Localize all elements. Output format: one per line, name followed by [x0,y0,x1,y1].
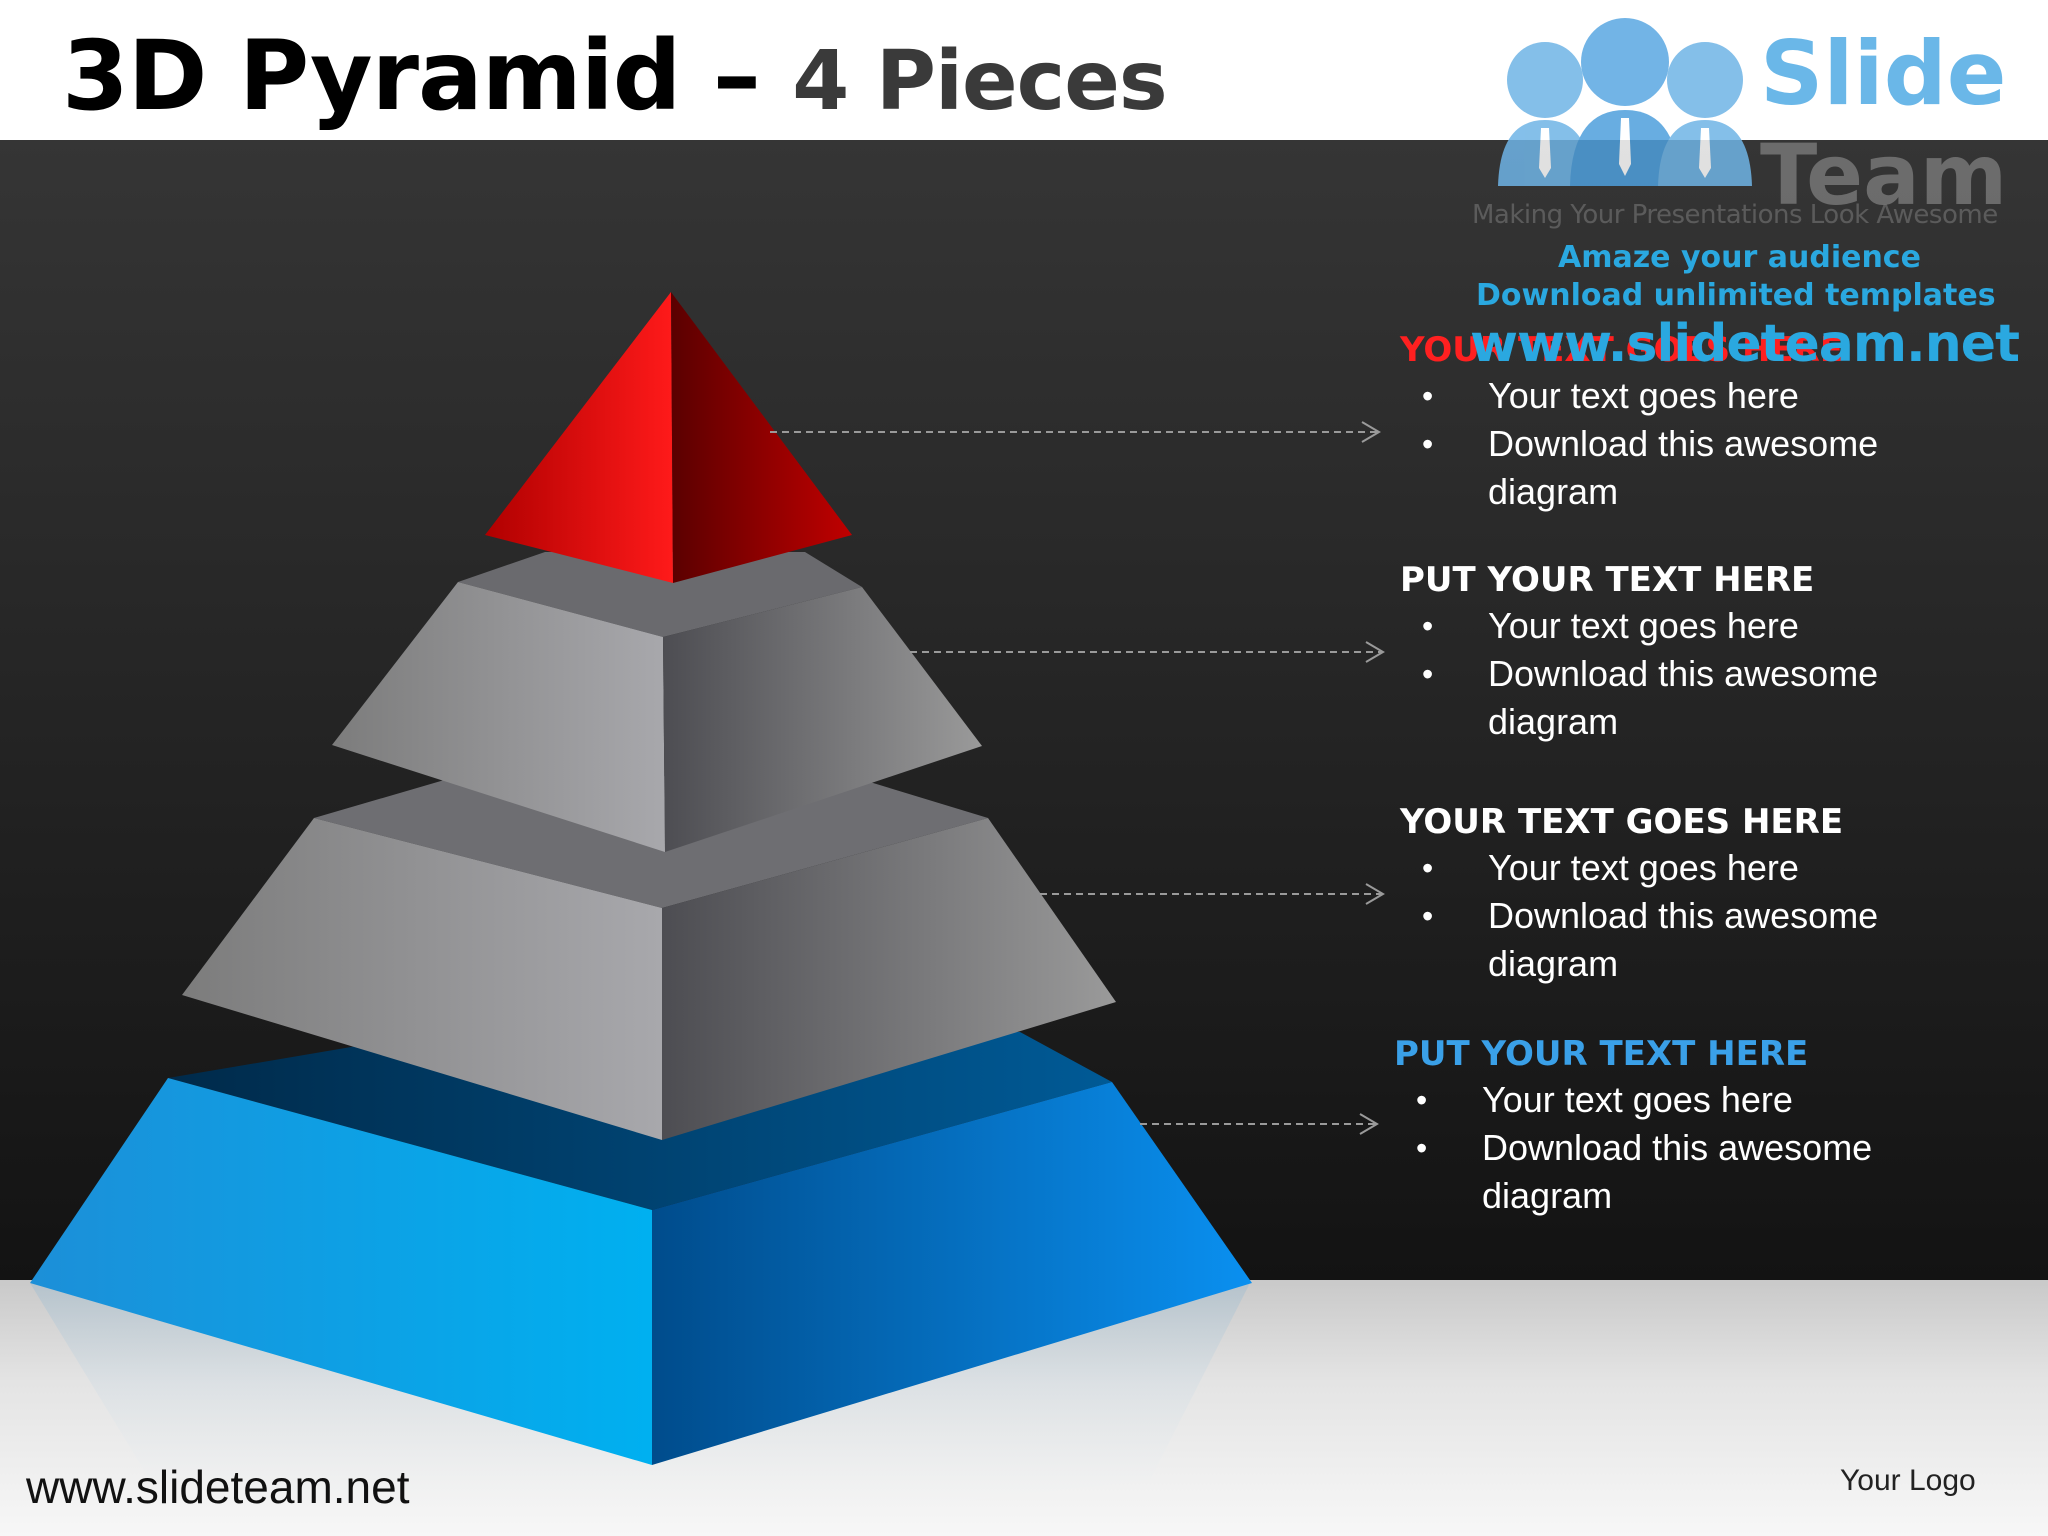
bullet-list-upper-middle: Your text goes here Download this awesom… [1400,602,2020,746]
brand-url-watermark[interactable]: www.slideteam.net [1470,314,2020,374]
brand-name-slide: Slide [1760,22,2007,125]
bullet-list-base: Your text goes here Download this awesom… [1394,1076,2014,1220]
pyramid-tier-top [485,292,852,583]
pyramid-reflection [30,1283,1250,1536]
bullet-item: Your text goes here [1394,1076,2002,1124]
text-block-base: PUT YOUR TEXT HERE Your text goes here D… [1394,1032,2014,1220]
bullet-item: Your text goes here [1400,372,2008,420]
bullet-item: Your text goes here [1400,602,2008,650]
title-separator: – [680,20,793,132]
pyramid-tier-upper-middle [332,552,982,852]
bullet-item: Download this awesome diagram [1394,1124,2002,1220]
bullet-item: Your text goes here [1400,844,2008,892]
bullet-item: Download this awesome diagram [1400,650,2008,746]
brand-promo-line2: Download unlimited templates [1476,278,1996,313]
connector-lower-middle [1040,883,1385,905]
slide-title: 3D Pyramid – 4 Pieces [62,20,1168,132]
brand-tagline: Making Your Presentations Look Awesome [1472,200,1998,230]
text-block-top: YOUR TEXT GOES HERE Your text goes here … [1400,328,2020,516]
connector-upper-middle [910,641,1385,663]
connector-base [1140,1113,1379,1135]
people-group-icon [1498,18,1752,186]
brand-name-team: Team [1760,126,2008,224]
text-block-upper-middle: PUT YOUR TEXT HERE Your text goes here D… [1400,558,2020,746]
heading-upper-middle: PUT YOUR TEXT HERE [1400,560,1815,600]
heading-base: PUT YOUR TEXT HERE [1394,1034,1809,1074]
bullet-item: Download this awesome diagram [1400,892,2008,988]
title-main: 3D Pyramid [62,20,681,132]
heading-lower-middle: YOUR TEXT GOES HERE [1400,802,1844,842]
title-sub: 4 Pieces [792,34,1167,129]
footer-logo-placeholder: Your Logo [1840,1464,1976,1497]
text-block-lower-middle: YOUR TEXT GOES HERE Your text goes here … [1400,800,2020,988]
footer-url-link[interactable]: www.slideteam.net [26,1461,410,1513]
connector-top [770,421,1381,443]
heading-top: YOUR TEXT GOES HERE [1400,330,1844,370]
bullet-list-top: Your text goes here Download this awesom… [1400,372,2020,516]
connectors [770,421,1385,1135]
bullet-list-lower-middle: Your text goes here Download this awesom… [1400,844,2020,988]
bullet-item: Download this awesome diagram [1400,420,2008,516]
brand-promo-line1: Amaze your audience [1558,240,1921,275]
